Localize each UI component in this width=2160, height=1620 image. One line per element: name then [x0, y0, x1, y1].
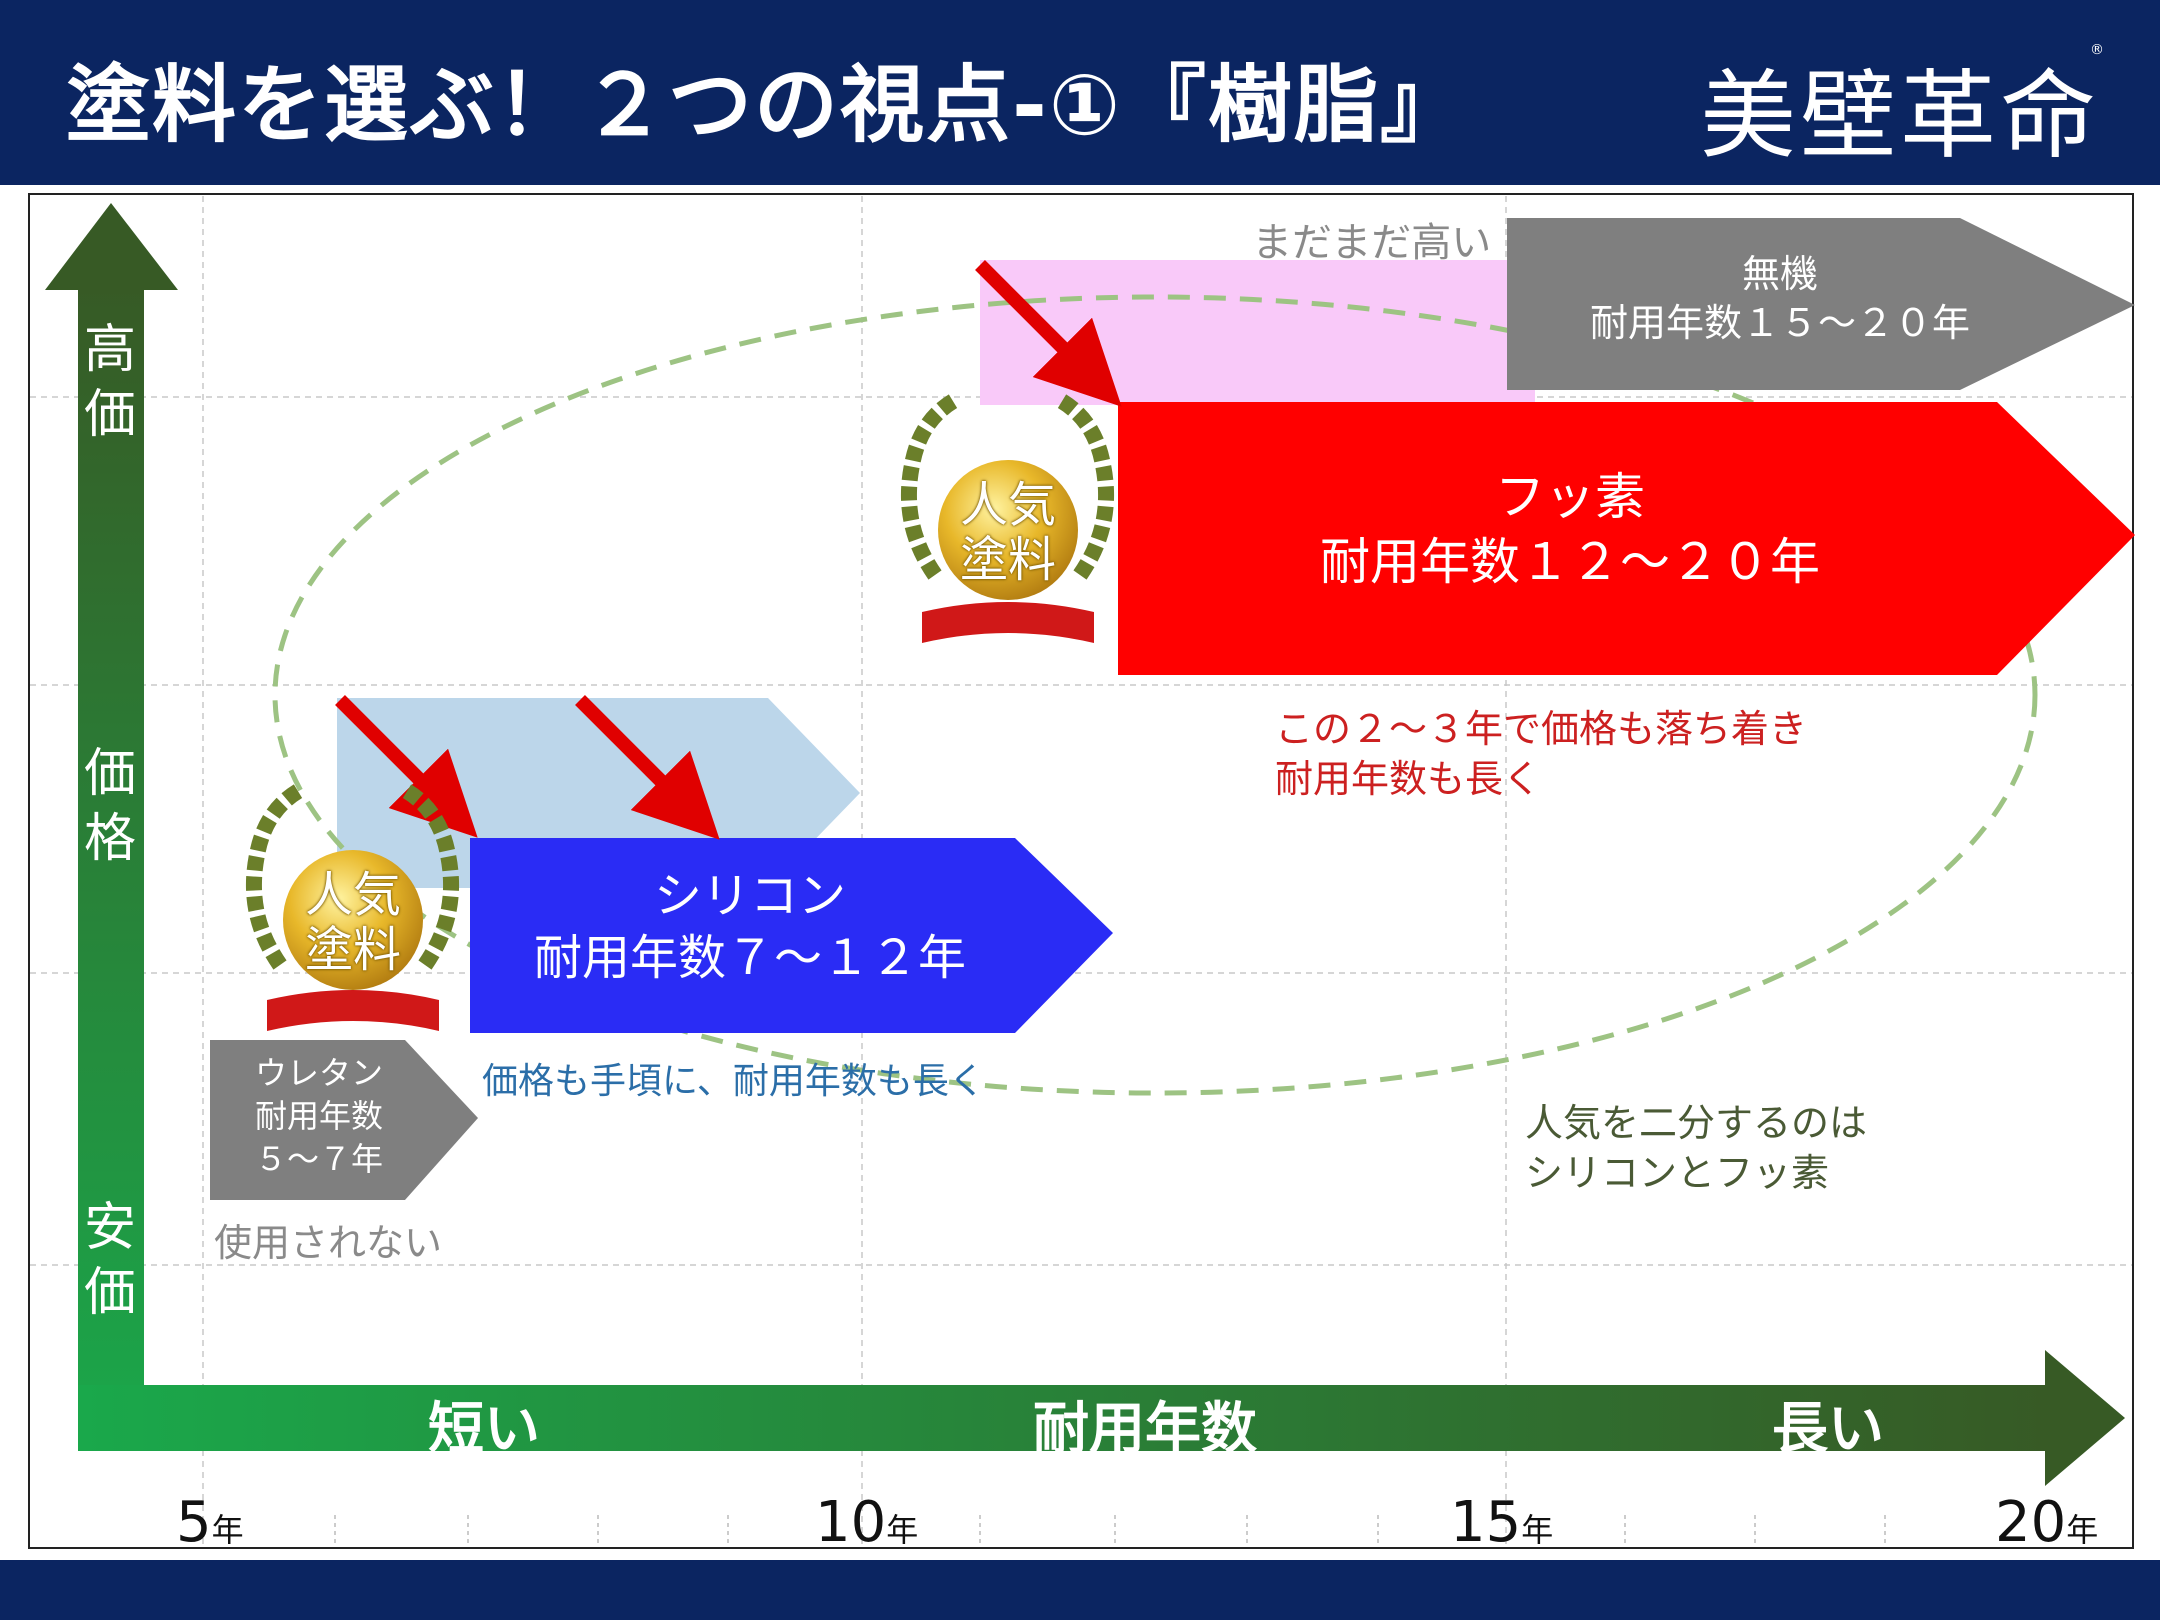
y-label-price: 価格	[84, 744, 137, 869]
urethane-name: ウレタン	[254, 1054, 383, 1092]
inorganic-years: 耐用年数１５～２０年	[1589, 301, 1970, 346]
x-tick-10: 10年	[815, 1490, 919, 1555]
registered-mark: ®	[2090, 42, 2104, 58]
silicone-years: 耐用年数７～１２年	[533, 930, 966, 987]
silicone-bar	[470, 838, 1113, 1033]
page-title: 塗料を選ぶ！２つの視点-①『樹脂』	[66, 56, 1466, 154]
trend-arrows	[335, 260, 1122, 840]
urethane-line2: 耐用年数	[254, 1097, 383, 1136]
header-bar: 塗料を選ぶ！２つの視点-①『樹脂』 美壁革命 ®	[0, 0, 2160, 185]
urethane-note: 使用されない	[214, 1221, 443, 1265]
inorganic-bar	[1507, 218, 2135, 390]
urethane-bar	[210, 1040, 478, 1200]
inorganic-note: まだまだ高い	[1252, 220, 1492, 266]
summary-line-1: 人気を二分するのは	[1525, 1101, 1868, 1145]
urethane-label: ウレタン 耐用年数 ５～７年	[210, 1052, 428, 1182]
minor-ticks	[334, 1515, 1886, 1545]
y-label-high: 高価	[84, 320, 137, 445]
medal-text-fluorine: 人気 塗料	[959, 477, 1056, 589]
silicone-note: 価格も手頃に、耐用年数も長く	[482, 1061, 985, 1102]
medal-text-silicone: 人気 塗料	[304, 867, 401, 979]
fluorine-ghost-bar	[980, 260, 1535, 405]
brand-logo: 美壁革命	[1700, 60, 2100, 172]
inorganic-label: 無機 耐用年数１５～２０年	[1510, 250, 2050, 349]
x-tick-5: 5年	[176, 1490, 244, 1555]
x-tick-15: 15年	[1450, 1490, 1554, 1555]
silicone-name: シリコン	[653, 868, 846, 924]
chart-frame	[28, 193, 2134, 1549]
y-axis-arrow	[45, 203, 178, 1450]
inorganic-name: 無機	[1741, 252, 1818, 296]
summary-line-2: シリコンとフッ素	[1525, 1151, 1830, 1195]
y-label-low: 安価	[84, 1198, 137, 1323]
footer-bar	[0, 1560, 2160, 1620]
popular-medal-silicone	[245, 783, 460, 1031]
fluorine-label: フッ素 耐用年数１２～２０年	[1200, 465, 1940, 595]
silicone-label: シリコン 耐用年数７～１２年	[470, 865, 1030, 990]
fluorine-note-1: この２～３年で価格も落ち着き	[1275, 707, 1808, 751]
x-tick-20: 20年	[1995, 1490, 2099, 1555]
x-label-long: 長い	[1772, 1397, 1884, 1462]
fluorine-bar	[1118, 402, 2135, 675]
fluorine-note-2: 耐用年数も長く	[1275, 757, 1542, 801]
fluorine-years: 耐用年数１２～２０年	[1320, 533, 1820, 591]
x-label-short: 短い	[428, 1397, 540, 1462]
x-axis-arrow	[78, 1350, 2125, 1486]
fluorine-name: フッ素	[1495, 468, 1645, 526]
popular-medal-fluorine	[900, 393, 1115, 643]
urethane-years: ５～７年	[254, 1140, 383, 1179]
x-axis-title: 耐用年数	[1033, 1397, 1257, 1462]
popular-ellipse	[272, 294, 2038, 1096]
